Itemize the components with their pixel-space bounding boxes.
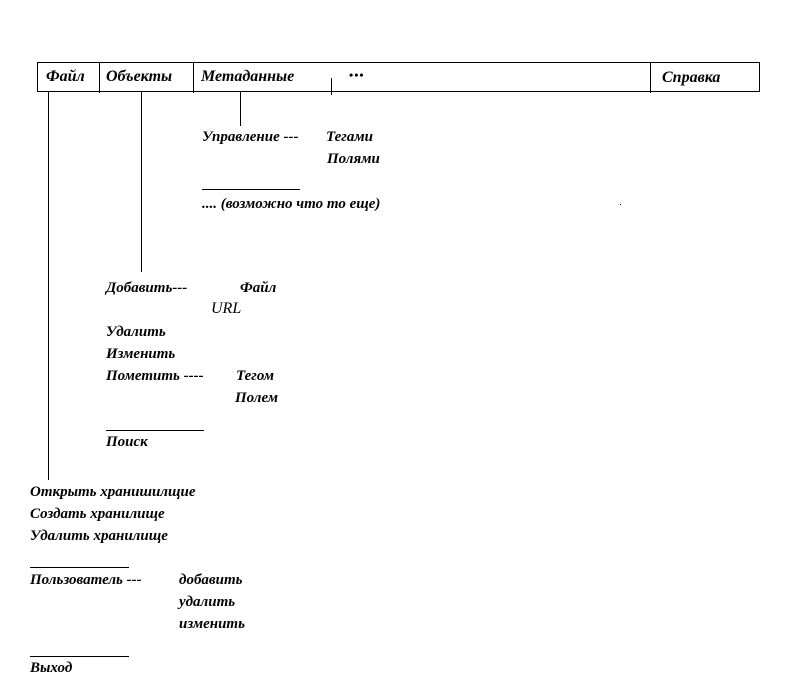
menu-separator bbox=[99, 63, 100, 93]
objects-mark-field: Полем bbox=[235, 390, 279, 406]
metadata-manage: Управление --- bbox=[202, 129, 299, 145]
metadata-more: .... (возможно что то еще) bbox=[202, 196, 381, 212]
menu-separator bbox=[193, 63, 194, 93]
menu-file[interactable]: Файл bbox=[46, 68, 85, 85]
file-exit: Выход bbox=[30, 660, 73, 676]
objects-add-file: Файл bbox=[240, 280, 277, 296]
file-connector-line bbox=[48, 92, 49, 480]
objects-mark: Пометить ---- bbox=[106, 368, 204, 384]
stray-dot bbox=[620, 204, 621, 205]
objects-search: Поиск bbox=[106, 434, 148, 450]
file-user-edit: изменить bbox=[179, 616, 245, 632]
file-open-storage: Открыть хранишилщие bbox=[30, 484, 196, 500]
metadata-divider bbox=[202, 189, 300, 190]
file-divider-2 bbox=[30, 656, 129, 657]
file-user: Пользователь --- bbox=[30, 572, 142, 588]
menu-separator bbox=[650, 63, 651, 93]
menu-help[interactable]: Справка bbox=[662, 69, 721, 86]
file-delete-storage: Удалить хранилище bbox=[30, 528, 168, 544]
menu-metadata[interactable]: Метаданные bbox=[201, 68, 295, 85]
menu-divider-tick bbox=[331, 78, 332, 95]
objects-divider bbox=[106, 430, 204, 431]
menu-objects[interactable]: Объекты bbox=[106, 68, 173, 85]
objects-delete: Удалить bbox=[106, 324, 166, 340]
metadata-connector-line bbox=[240, 92, 241, 126]
file-user-delete: удалить bbox=[179, 594, 236, 610]
objects-add: Добавить--- bbox=[106, 280, 188, 296]
metadata-manage-fields: Полями bbox=[327, 151, 380, 167]
menu-bar: Файл Объекты Метаданные ••• Справка bbox=[37, 62, 760, 93]
metadata-manage-tags: Тегами bbox=[326, 129, 373, 145]
file-divider-1 bbox=[30, 567, 129, 568]
menu-more-ellipsis[interactable]: ••• bbox=[349, 68, 365, 82]
objects-add-url: URL bbox=[211, 300, 242, 317]
file-create-storage: Создать хранилище bbox=[30, 506, 165, 522]
file-user-add: добавить bbox=[179, 572, 243, 588]
objects-edit: Изменить bbox=[106, 346, 176, 362]
objects-mark-tag: Тегом bbox=[236, 368, 275, 384]
objects-connector-line bbox=[141, 92, 142, 272]
